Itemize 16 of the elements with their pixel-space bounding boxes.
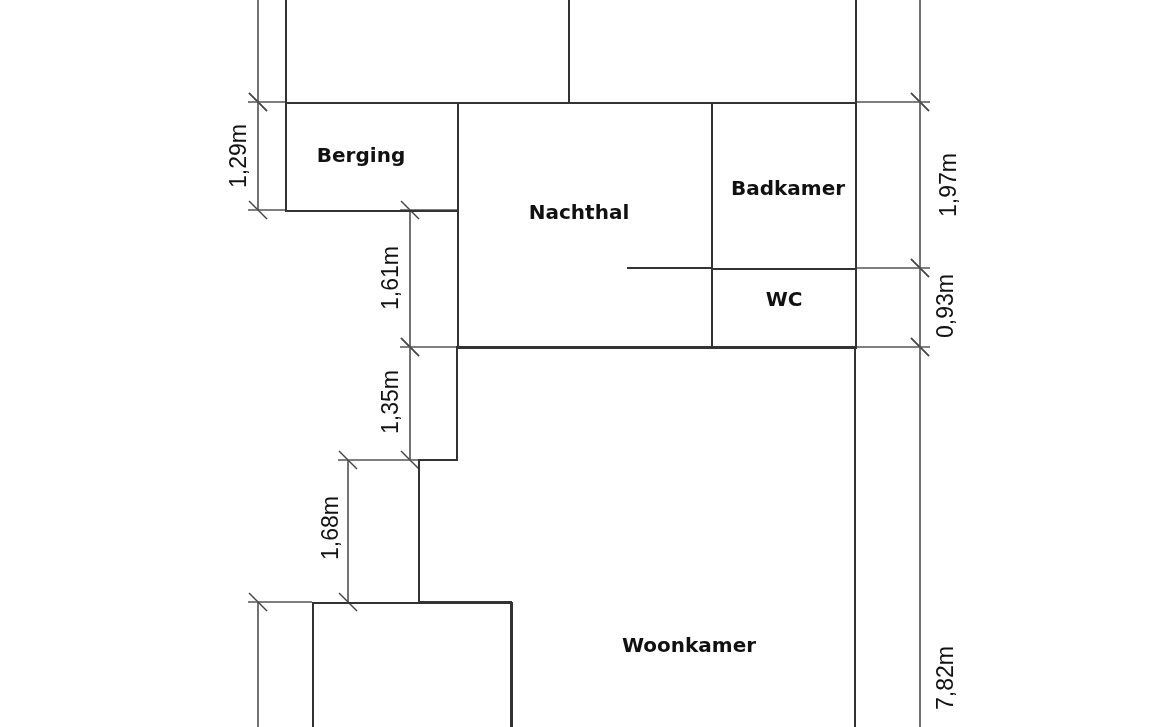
room-outline	[711, 268, 857, 349]
room-name: Nachthal	[528, 200, 630, 224]
room-name: WC	[765, 287, 803, 311]
room-name: Woonkamer	[621, 633, 757, 657]
dimension-label: 1,61m	[376, 246, 404, 310]
dimension-label: 1,29m	[224, 124, 252, 188]
room-outline	[418, 346, 856, 727]
dimension-label: 1,97m	[934, 153, 962, 217]
room-outline	[312, 602, 513, 727]
dimension-label: 7,82m	[931, 646, 959, 710]
dimension-label: 0,93m	[931, 274, 959, 338]
room-name: Berging	[316, 143, 406, 167]
dimension-label: 1,68m	[316, 496, 344, 560]
dimension-label: 1,35m	[376, 370, 404, 434]
room-name: Badkamer	[730, 176, 846, 200]
room-outline	[285, 102, 459, 212]
